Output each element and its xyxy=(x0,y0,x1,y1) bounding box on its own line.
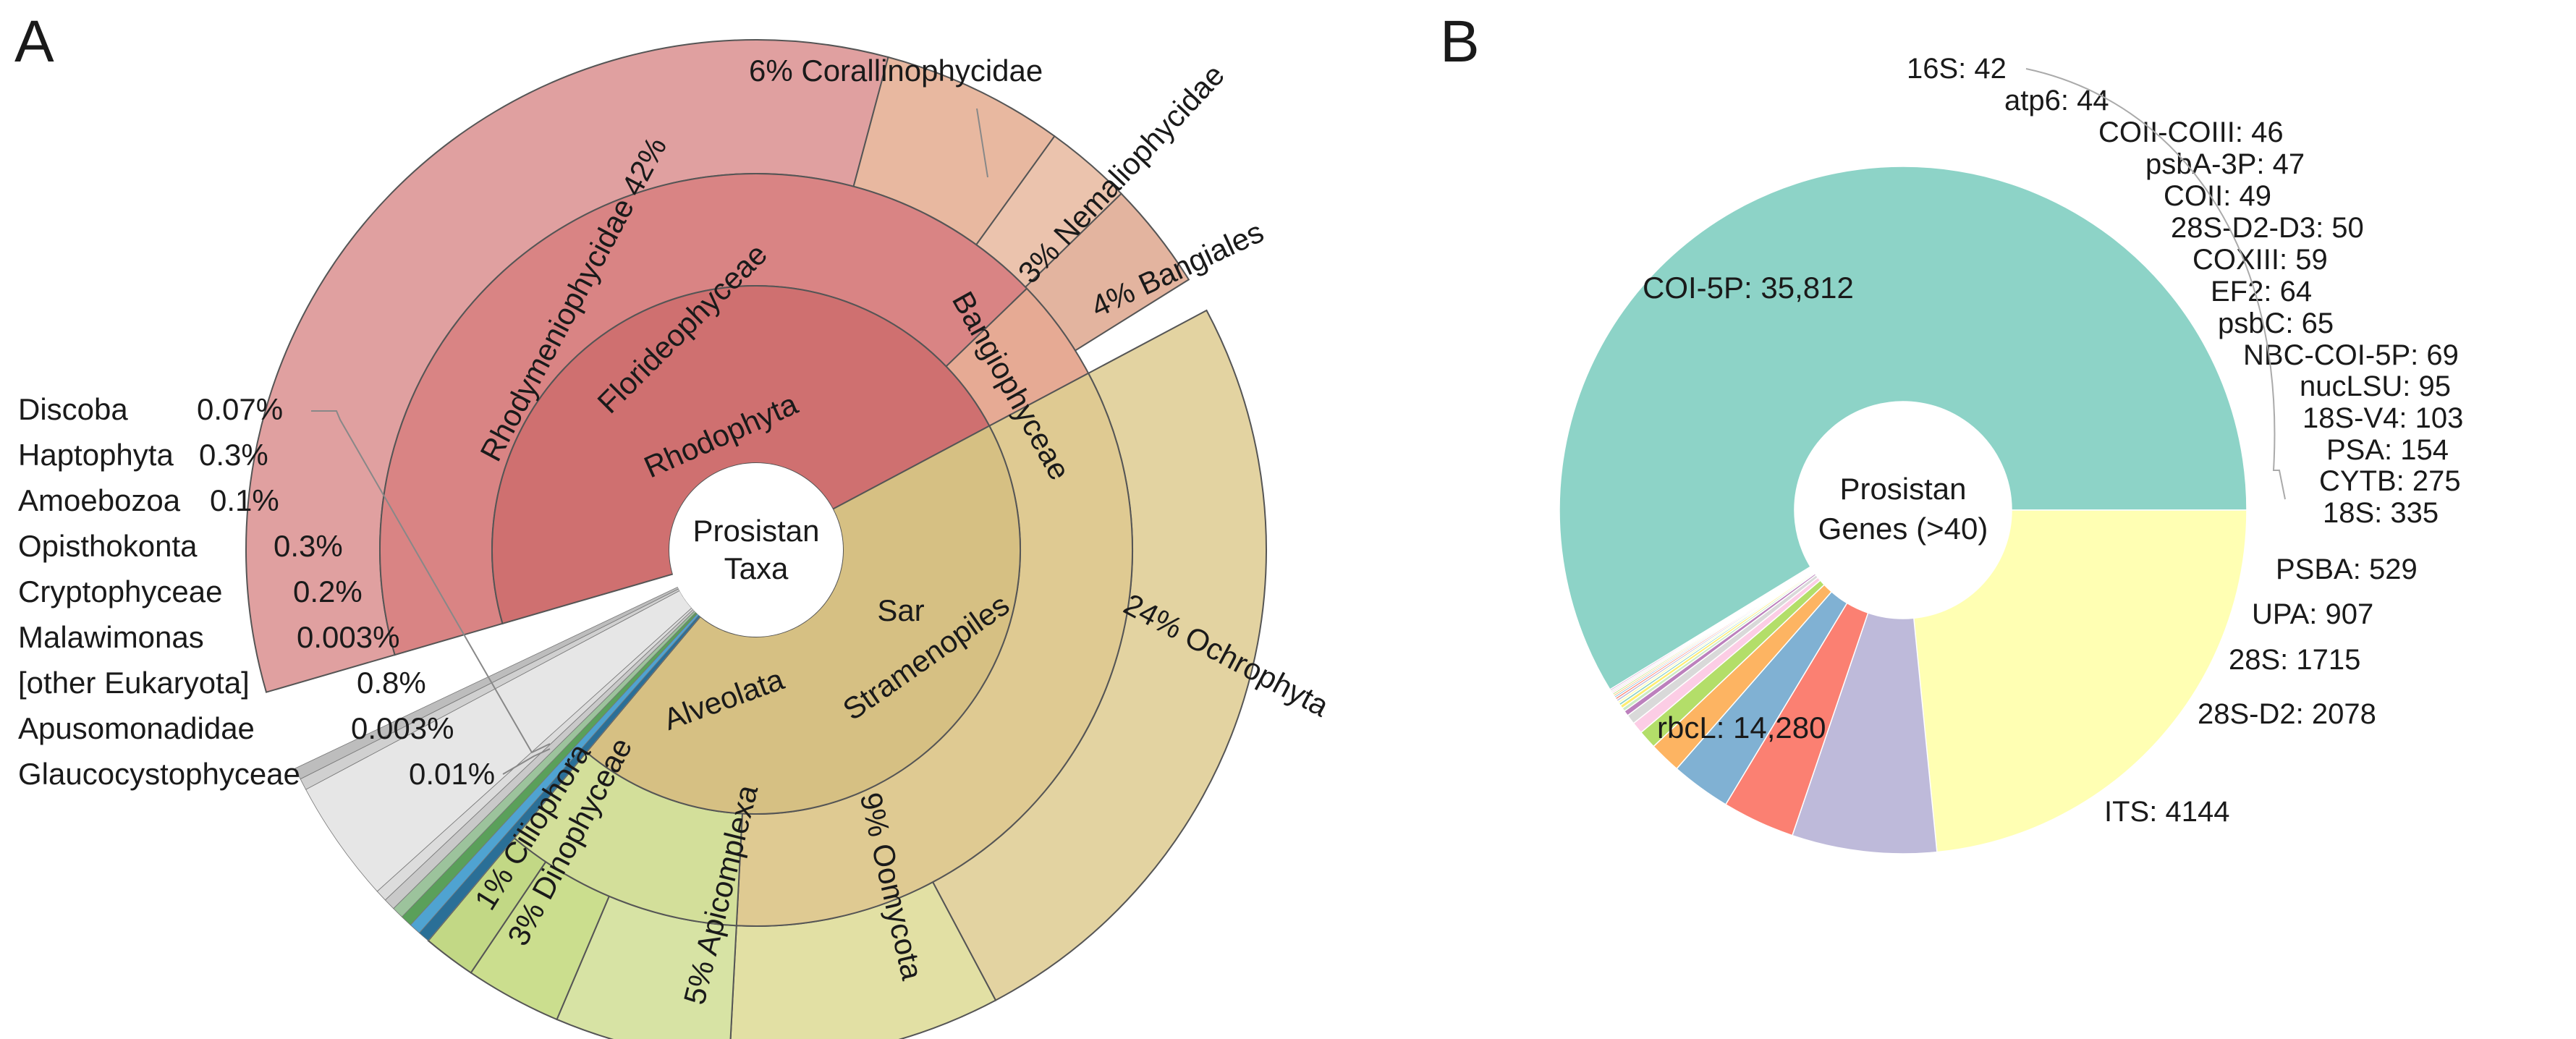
minor-taxa-list: Discoba 0.07% Haptophyta 0.3% Amoebozoa … xyxy=(18,392,495,791)
slice-label: 28S-D2-D3: 50 xyxy=(2171,212,2364,244)
leader-corallinophycidae xyxy=(976,108,988,178)
slice-label: 28S-D2: 2078 xyxy=(2198,698,2376,730)
slice-label-coi5p: COI-5P: 35,812 xyxy=(1643,271,1854,305)
slice-label: 28S: 1715 xyxy=(2229,644,2360,676)
slice-label: UPA: 907 xyxy=(2252,598,2373,630)
minor-taxon-value: 0.3% xyxy=(199,438,268,472)
minor-taxa-wedges xyxy=(295,586,701,941)
sunburst-middle-ring xyxy=(379,172,1133,927)
label-sar: Sar xyxy=(877,593,924,627)
pie-outer-labels: ITS: 4144 28S-D2: 2078 28S: 1715 UPA: 90… xyxy=(1907,53,2463,828)
minor-taxon-value: 0.8% xyxy=(357,666,426,700)
slice-label-rbcl: rbcL: 14,280 xyxy=(1657,711,1826,745)
slice-label: PSA: 154 xyxy=(2326,434,2449,466)
minor-taxon-value: 0.07% xyxy=(197,392,283,426)
minor-taxon-value: 0.3% xyxy=(274,529,343,563)
slice-label: CYTB: 275 xyxy=(2319,465,2461,497)
minor-taxon-label: Apusomonadidae xyxy=(18,711,255,745)
slice-label: 16S: 42 xyxy=(1907,53,2007,85)
pie-center-label-line1: Prosistan xyxy=(1839,472,1966,506)
sunburst-inner-ring xyxy=(491,284,1021,815)
small-slices-leader xyxy=(2025,68,2286,500)
slice-label: 18S-V4: 103 xyxy=(2302,402,2463,434)
pie-center-label-line2: Genes (>40) xyxy=(1818,512,1988,546)
panel-letter-b: B xyxy=(1440,9,1480,75)
slice-label: COXIII: 59 xyxy=(2192,244,2328,276)
minor-taxon-value: 0.003% xyxy=(351,711,454,745)
pie-chart: Prosistan Genes (>40) COI-5P: 35,812 rbc… xyxy=(1559,53,2463,854)
slice-label: atp6: 44 xyxy=(2004,85,2109,116)
minor-taxon-label: [other Eukaryota] xyxy=(18,666,250,700)
slice-label: nucLSU: 95 xyxy=(2300,370,2451,402)
minor-taxon-label: Haptophyta xyxy=(18,438,174,472)
pie-center-hole xyxy=(1795,402,2012,619)
slice-label: psbC: 65 xyxy=(2218,308,2334,339)
minor-taxon-value: 0.2% xyxy=(293,574,363,608)
panel-letter-a: A xyxy=(14,9,54,75)
minor-taxon-value: 0.1% xyxy=(210,483,279,517)
label-corallinophycidae: 6% Corallinophycidae xyxy=(749,54,1043,88)
minor-taxon-label: Cryptophyceae xyxy=(18,574,223,608)
slice-label: NBC-COI-5P: 69 xyxy=(2243,339,2459,371)
slice-label: 18S: 335 xyxy=(2323,497,2439,529)
sunburst-center-label-line2: Taxa xyxy=(724,551,789,585)
sunburst-chart: Prosistan Taxa Rhodophyta Sar Florideoph… xyxy=(18,39,1335,1039)
slice-label: EF2: 64 xyxy=(2211,276,2312,308)
minor-taxon-label: Opisthokonta xyxy=(18,529,198,563)
minor-taxon-value: 0.003% xyxy=(297,620,399,654)
minor-taxon-label: Glaucocystophyceae xyxy=(18,757,300,791)
slice-label: psbA-3P: 47 xyxy=(2145,148,2305,180)
minor-taxon-label: Malawimonas xyxy=(18,620,204,654)
slice-label: COII-COIII: 46 xyxy=(2098,116,2284,148)
minor-taxa-leader xyxy=(311,410,551,754)
sunburst-center-hole xyxy=(669,463,843,637)
minor-taxon-label: Discoba xyxy=(18,392,128,426)
slice-label: ITS: 4144 xyxy=(2104,796,2229,828)
sunburst-center-label-line1: Prosistan xyxy=(692,514,819,548)
sunburst-outer-ring xyxy=(245,39,1267,1039)
minor-taxon-value: 0.01% xyxy=(409,757,495,791)
minor-taxa-leader-bottom xyxy=(502,748,551,775)
slice-label: PSBA: 529 xyxy=(2276,554,2418,585)
pie-slices xyxy=(1559,166,2247,854)
minor-taxon-label: Amoebozoa xyxy=(18,483,181,517)
